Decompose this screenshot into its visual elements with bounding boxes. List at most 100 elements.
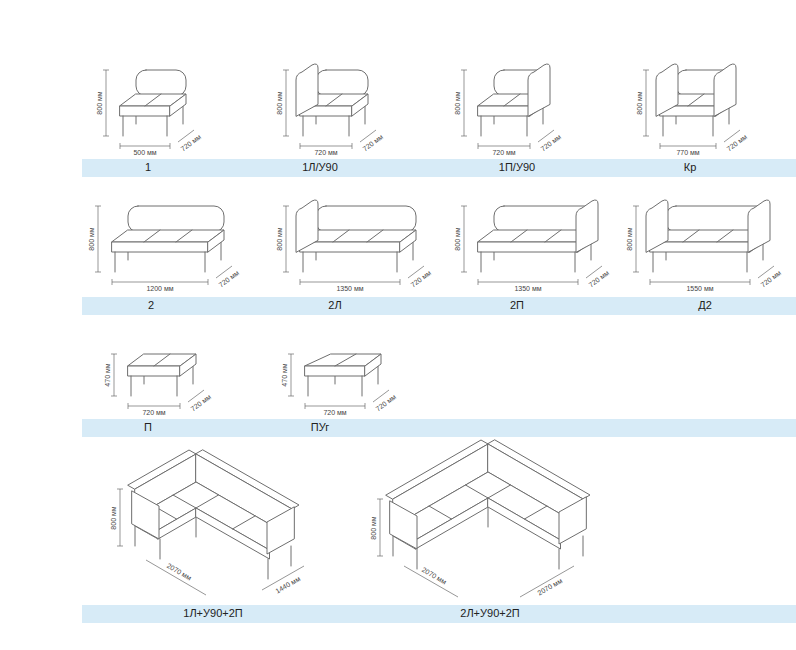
sofa-figure-part <box>748 200 770 252</box>
dimension-label: 720 мм <box>217 269 240 289</box>
corner-set-figure-part <box>196 508 270 559</box>
corner-set-figure <box>377 440 590 597</box>
dimension-label: 2070 мм <box>165 562 192 582</box>
sofa-figure-part <box>575 252 576 272</box>
dimension-label: 800 мм <box>96 91 104 114</box>
chair-figure-part <box>145 94 161 106</box>
dimension-label: 720 мм <box>759 269 782 289</box>
dimension-label: 470 мм <box>104 363 112 386</box>
corner-set-figure-part <box>417 549 418 569</box>
chair-figure-part <box>527 116 528 136</box>
sofa-figure-part <box>481 252 482 272</box>
sofa-figure <box>461 200 602 285</box>
chair-figure-part <box>528 64 550 116</box>
ottoman-figure-part <box>308 376 309 396</box>
chair-figure-part <box>663 116 664 136</box>
dimension-label: 1200 мм <box>146 285 173 293</box>
dimension-label: 800 мм <box>454 227 462 250</box>
dimension-label: 720 мм <box>539 133 562 153</box>
corner-set-figure-part <box>488 498 561 549</box>
sofa-figure-part <box>112 230 224 242</box>
dimension-label: 1350 мм <box>336 285 363 293</box>
chair-figure-part <box>303 116 304 136</box>
sofa-figure-part <box>576 200 598 252</box>
label-band: 1Л+У90+2П2Л+У90+2П <box>82 605 796 623</box>
dimension-label: 800 мм <box>636 91 644 114</box>
chair-figure-part <box>170 94 186 116</box>
sofa-figure-part <box>545 230 561 242</box>
dimension-label: 770 мм <box>676 149 699 157</box>
chair-figure-part <box>326 94 342 106</box>
chair-figure <box>461 64 554 149</box>
sofa-figure-part <box>461 206 602 285</box>
sofa-figure-part <box>176 230 192 242</box>
corner-set-figure-part <box>117 489 304 595</box>
ottoman-figure-part <box>128 366 180 376</box>
corner-set-figure-part <box>488 507 489 527</box>
module-code: 1П/У90 <box>499 161 535 174</box>
module-code: ПУг <box>311 421 329 434</box>
ottoman-figure-part <box>180 354 196 376</box>
corner-set-figure-part <box>559 549 560 569</box>
ottoman-figure-part <box>362 376 363 396</box>
chair-figure-part <box>167 116 168 136</box>
ottoman-figure-part <box>335 354 356 366</box>
chair-figure-part <box>656 64 678 116</box>
chair-figure-part <box>296 64 318 116</box>
dimension-label: 720 мм <box>179 133 202 153</box>
module-code: 2 <box>148 299 154 312</box>
corner-set-figure-part <box>525 506 548 519</box>
module-code: 1Л+У90+2П <box>183 607 242 620</box>
ottoman-figure-part <box>154 354 170 366</box>
corner-set-figure-part <box>267 507 294 554</box>
ottoman-figure-part <box>177 376 178 396</box>
chair-figure-part <box>713 116 714 136</box>
chair-figure-part <box>643 70 740 149</box>
sofa-figure <box>633 200 774 285</box>
sofa-figure-part <box>205 252 206 272</box>
module-code: 1 <box>145 161 151 174</box>
dimension-label: 720 мм <box>189 393 212 413</box>
corner-set-figure-part <box>135 526 136 546</box>
chair-figure-part <box>478 106 530 116</box>
chair-figure <box>103 70 194 149</box>
dimension-label: 800 мм <box>88 227 96 250</box>
chair-figure-part <box>714 64 736 116</box>
chair-figure-part <box>504 94 520 106</box>
corner-set-figure-part <box>393 536 394 556</box>
corner-set-figure-part <box>268 559 269 579</box>
sofa-figure-part <box>717 230 733 242</box>
sofa-figure-part <box>478 242 578 252</box>
corner-set-figure-part <box>466 485 489 498</box>
sofa-figure-part <box>683 230 699 242</box>
sofa-figure-part <box>95 206 232 285</box>
chair-figure-part <box>120 106 170 116</box>
sofa-figure-part <box>296 200 318 252</box>
dimension-label: 800 мм <box>110 506 118 529</box>
sofa-figure-part <box>633 206 774 285</box>
sofa-figure-part <box>300 242 400 252</box>
corner-set-figure-part <box>173 495 196 508</box>
dimension-label: 1440 мм <box>274 575 301 595</box>
sofa-figure-part <box>283 206 424 285</box>
dimension-label: 720 мм <box>361 133 384 153</box>
dimension-label: 470 мм <box>281 363 289 386</box>
ottoman-figure-part <box>305 366 365 376</box>
corner-set-figure-part <box>377 499 574 597</box>
sofa-figure-part <box>112 242 208 252</box>
sofa-figure-part <box>115 252 116 272</box>
sofa-figure-part <box>144 230 160 242</box>
dimension-label: 720 мм <box>409 269 432 289</box>
dimension-label: 720 мм <box>314 149 337 157</box>
corner-set-figure-part <box>196 517 197 537</box>
dimension-label: 800 мм <box>454 91 462 114</box>
sofa-figure-part <box>747 252 748 272</box>
dimension-label: 500 мм <box>133 149 156 157</box>
corner-set-figure-part <box>160 539 161 559</box>
module-code: Д2 <box>698 299 712 312</box>
chair-figure-part <box>481 116 482 136</box>
chair-figure-part <box>103 70 194 149</box>
